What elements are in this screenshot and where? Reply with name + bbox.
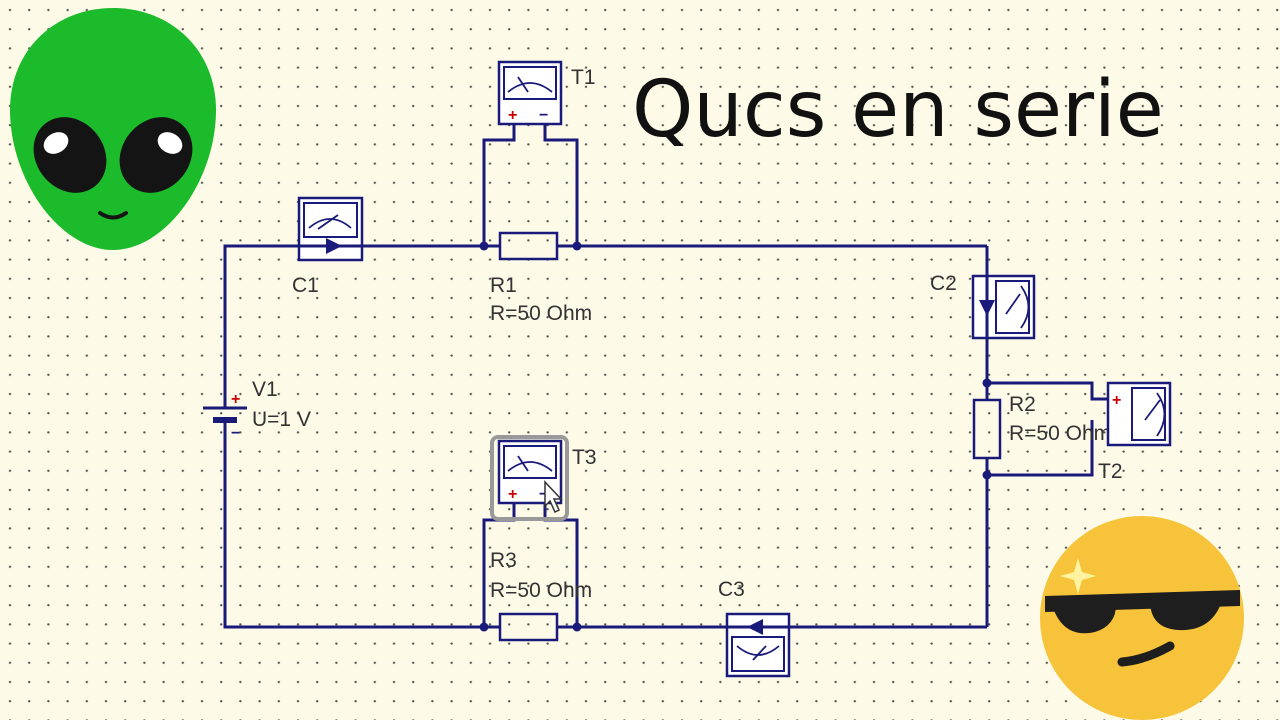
wires xyxy=(223,124,1110,629)
t3-minus-sign: − xyxy=(539,486,548,503)
c3-name-label: C3 xyxy=(718,578,745,601)
c2-name-label: C2 xyxy=(930,272,957,295)
resistor-r3[interactable] xyxy=(484,612,577,642)
t3-name-label: T3 xyxy=(572,446,597,469)
voltage-source-v1[interactable]: + − xyxy=(203,365,247,460)
v1-plus-sign: + xyxy=(231,391,240,408)
voltmeter-t1[interactable] xyxy=(497,60,563,140)
t1-name-label: T1 xyxy=(571,66,596,89)
r2-name-label: R2 xyxy=(1009,393,1036,416)
r2-value-label: R=50 Ohm xyxy=(1009,422,1111,445)
v1-minus-sign: − xyxy=(231,425,240,442)
r3-value-label: R=50 Ohm xyxy=(490,579,592,602)
voltmeter-t2[interactable] xyxy=(1106,381,1172,447)
r1-name-label: R1 xyxy=(490,274,517,297)
page-title: Qucs en serie xyxy=(632,65,1164,155)
t2-name-label: T2 xyxy=(1098,460,1123,483)
alien-emoji-icon xyxy=(10,8,216,250)
r3-name-label: R3 xyxy=(490,549,517,572)
current-probe-c2[interactable] xyxy=(971,262,1036,352)
c1-name-label: C1 xyxy=(292,274,319,297)
t3-plus-sign: + xyxy=(508,486,517,503)
t1-plus-sign: + xyxy=(508,107,517,124)
t3-selection-highlight xyxy=(490,435,569,521)
t2-plus-sign: + xyxy=(1112,392,1121,409)
v1-name-label: V1 xyxy=(252,378,278,401)
mouse-pointer-icon xyxy=(544,480,563,514)
v1-value-label: U=1 V xyxy=(252,408,311,431)
r1-value-label: R=50 Ohm xyxy=(490,302,592,325)
resistor-r2[interactable] xyxy=(972,398,1002,460)
t1-minus-sign: − xyxy=(539,107,548,124)
sunglasses-emoji-icon xyxy=(1040,516,1244,720)
current-probe-c1[interactable] xyxy=(285,196,376,262)
current-probe-c3[interactable] xyxy=(713,612,803,678)
resistor-r1[interactable] xyxy=(484,231,577,261)
